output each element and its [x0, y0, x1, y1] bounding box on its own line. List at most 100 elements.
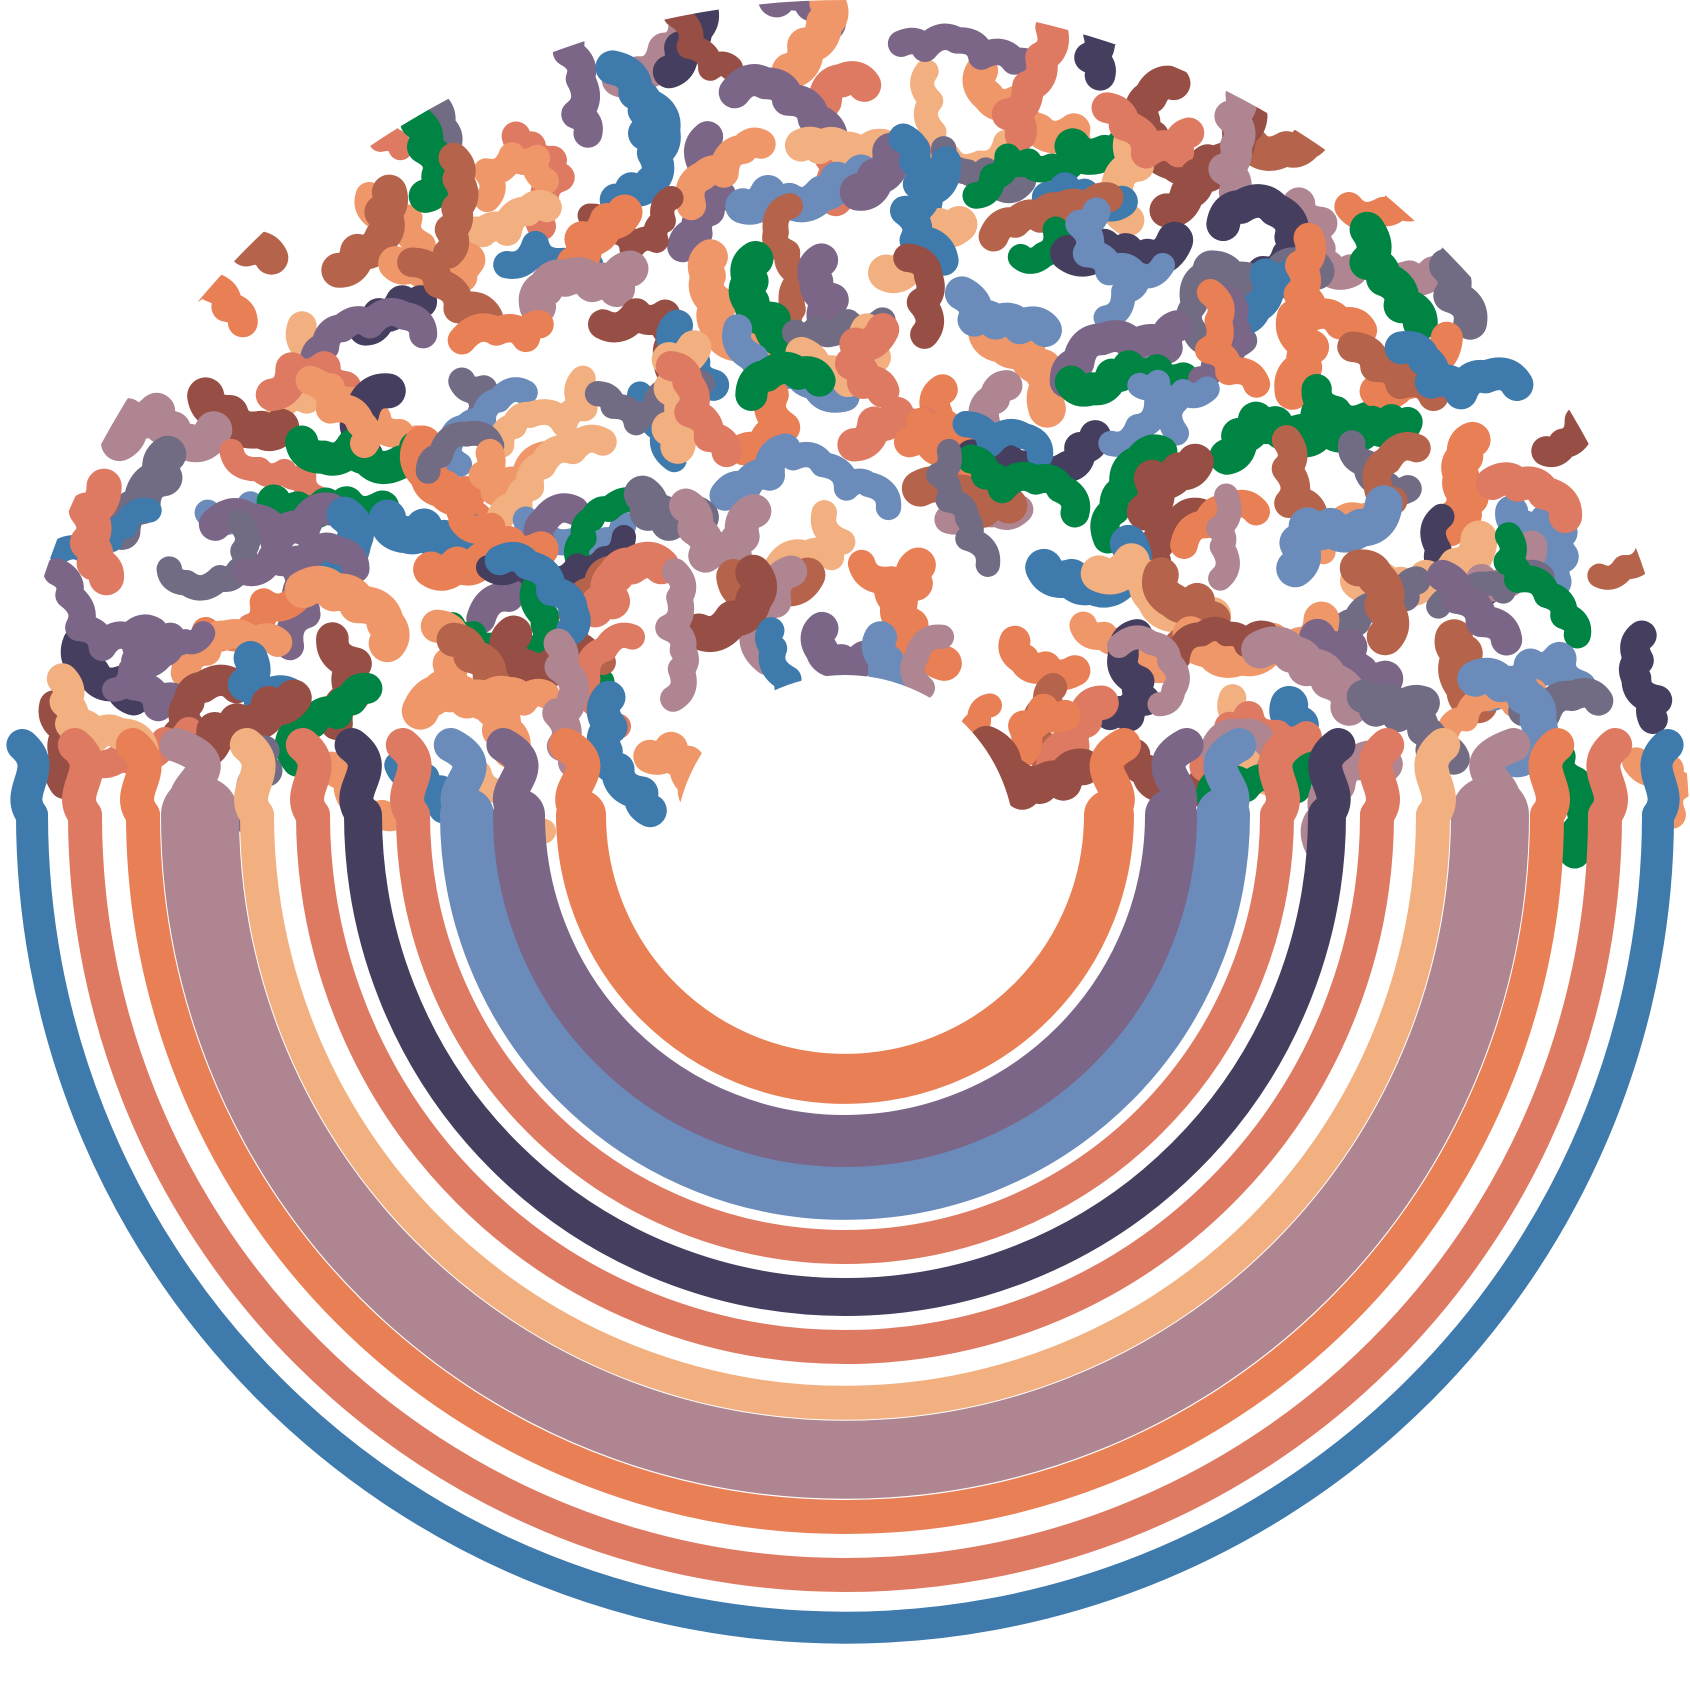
squiggle-153	[1475, 462, 1583, 534]
band-11	[556, 790, 1134, 1104]
squiggle-193	[889, 624, 955, 738]
band-2-left-cap	[57, 728, 104, 832]
squiggle-246	[1543, 741, 1606, 869]
squiggle-168	[926, 438, 1001, 577]
band-1-left-cap	[6, 729, 50, 831]
squiggle-41	[1208, 79, 1258, 208]
band-3	[126, 798, 1564, 1534]
squiggle-110	[295, 365, 382, 458]
squiggle-129	[1531, 391, 1683, 468]
squiggle-106	[100, 392, 233, 463]
squiggle-202	[1426, 559, 1523, 656]
squiggle-31	[599, 87, 681, 217]
squiggle-229	[181, 679, 312, 770]
band-4	[161, 776, 1529, 1499]
squiggle-84	[187, 377, 300, 452]
squiggle-116	[655, 350, 742, 468]
band-2	[68, 798, 1622, 1592]
squiggle-5	[771, 0, 849, 90]
squiggle-29	[473, 142, 559, 213]
squiggle-79	[1222, 253, 1313, 336]
squiggle-93	[727, 378, 801, 470]
band-9-right-cap	[1203, 728, 1257, 832]
squiggle-142	[760, 441, 902, 521]
squiggle-214	[586, 680, 667, 828]
squiggle-90	[488, 365, 598, 458]
squiggle-158	[275, 532, 370, 661]
squiggle-101	[1194, 278, 1271, 398]
band-11-left-cap	[549, 728, 601, 832]
squiggle-154	[68, 468, 125, 596]
band-8-left-cap	[385, 728, 432, 832]
band-4-left-cap	[159, 728, 221, 832]
squiggle-128	[1431, 421, 1491, 547]
squiggle-199	[1299, 618, 1404, 700]
band-9-left-cap	[433, 728, 487, 832]
band-1	[16, 799, 1674, 1644]
squiggle-155	[156, 509, 261, 601]
squiggle-34	[762, 193, 820, 348]
squiggle-237	[1001, 693, 1081, 773]
squiggle-238	[968, 725, 1102, 810]
band-8-right-cap	[1258, 728, 1305, 832]
band-7	[344, 796, 1346, 1316]
band-11-right-cap	[1089, 728, 1141, 832]
squiggle-44	[128, 189, 289, 275]
squiggle-49	[556, 194, 643, 282]
squiggle-178	[1587, 530, 1690, 590]
band-4-right-cap	[1469, 728, 1531, 832]
squiggle-45	[321, 174, 409, 288]
band-6-right-cap	[1358, 728, 1405, 832]
band-7-left-cap	[334, 728, 382, 832]
squiggle-204	[1618, 620, 1673, 734]
squiggle-28	[400, 105, 457, 213]
squiggle-218	[1036, 685, 1119, 781]
squiggle-146	[1126, 443, 1214, 531]
squiggle-83	[1429, 217, 1488, 340]
squiggle-200	[1339, 549, 1410, 656]
band-5-right-cap	[1414, 728, 1461, 832]
squiggle-184	[284, 565, 410, 663]
squiggle-190	[755, 617, 836, 735]
squiggle-236	[633, 731, 720, 821]
squiggle-149	[1271, 425, 1327, 527]
squiggle-66	[299, 297, 438, 377]
squiggle-53	[797, 243, 849, 348]
squiggle-122	[1098, 376, 1220, 457]
squiggle-field	[38, 0, 1690, 869]
band-6	[296, 798, 1394, 1364]
squiggle-80	[1274, 299, 1330, 410]
squiggle-82	[1349, 211, 1438, 341]
squiggle-18	[675, 127, 776, 221]
squiggle-222	[1241, 626, 1369, 726]
squiggle-192	[861, 621, 913, 726]
band-10	[493, 789, 1197, 1167]
squiggle-194	[998, 625, 1091, 691]
squiggle-4	[661, 0, 743, 81]
squiggle-9	[887, 23, 1051, 87]
squiggle-140	[669, 488, 772, 573]
squiggle-76	[944, 276, 1062, 347]
squiggle-15	[547, 15, 603, 148]
squiggle-52	[728, 240, 803, 360]
squiggle-180	[43, 558, 168, 662]
squiggle-10	[1074, 0, 1142, 91]
squiggle-25	[1091, 92, 1205, 169]
band-3-right-cap	[1528, 728, 1575, 832]
squiggle-108	[219, 438, 337, 513]
band-10-right-cap	[1151, 728, 1204, 832]
squiggle-50	[518, 250, 649, 326]
squiggle-58	[1065, 197, 1147, 287]
squiggle-163	[576, 541, 680, 628]
band-6-left-cap	[285, 728, 332, 832]
concentric-bands	[6, 728, 1684, 1644]
squiggle-77	[1093, 252, 1176, 330]
squiggle-172	[1206, 483, 1242, 591]
squiggle-141	[762, 500, 856, 582]
squiggle-173	[1276, 485, 1403, 588]
band-10-left-cap	[486, 728, 539, 832]
squiggle-68	[447, 310, 554, 355]
squiggle-78	[1049, 310, 1193, 398]
squiggle-187	[484, 541, 591, 646]
